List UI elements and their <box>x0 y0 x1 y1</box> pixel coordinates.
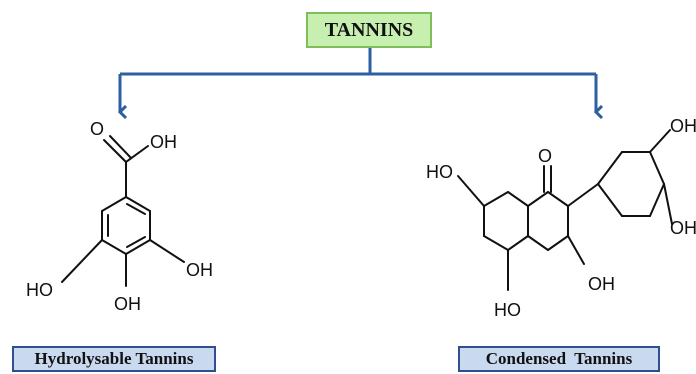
tannins-title-box: TANNINS <box>306 12 432 48</box>
atom-oh-acid: OH <box>150 132 177 152</box>
atom-ho-top: HO <box>426 162 453 182</box>
atom-oh-bottom-right: OH <box>588 274 615 294</box>
atom-ho-bottom: HO <box>494 300 521 320</box>
atom-ho-left: HO <box>26 280 53 300</box>
condensed-tannin-structure <box>457 129 673 291</box>
hydrolysable-tannins-label: Hydrolysable Tannins <box>34 349 194 368</box>
atom-oh-right: OH <box>186 260 213 280</box>
condensed-tannins-label-box: Condensed Tannins <box>458 346 660 372</box>
hydrolysable-tannins-label-box: Hydrolysable Tannins <box>12 346 216 372</box>
connector-tree <box>120 48 596 112</box>
atom-oh-top-right: OH <box>670 116 696 136</box>
atom-o-carbonyl: O <box>90 119 104 139</box>
condensed-tannins-label: Condensed Tannins <box>485 349 633 368</box>
gallic-acid-structure <box>61 135 185 287</box>
atom-oh-bottom: OH <box>114 294 141 314</box>
atom-o-ketone: O <box>538 146 552 166</box>
tannins-title: TANNINS <box>324 18 414 41</box>
atom-oh-right: OH <box>670 218 696 238</box>
